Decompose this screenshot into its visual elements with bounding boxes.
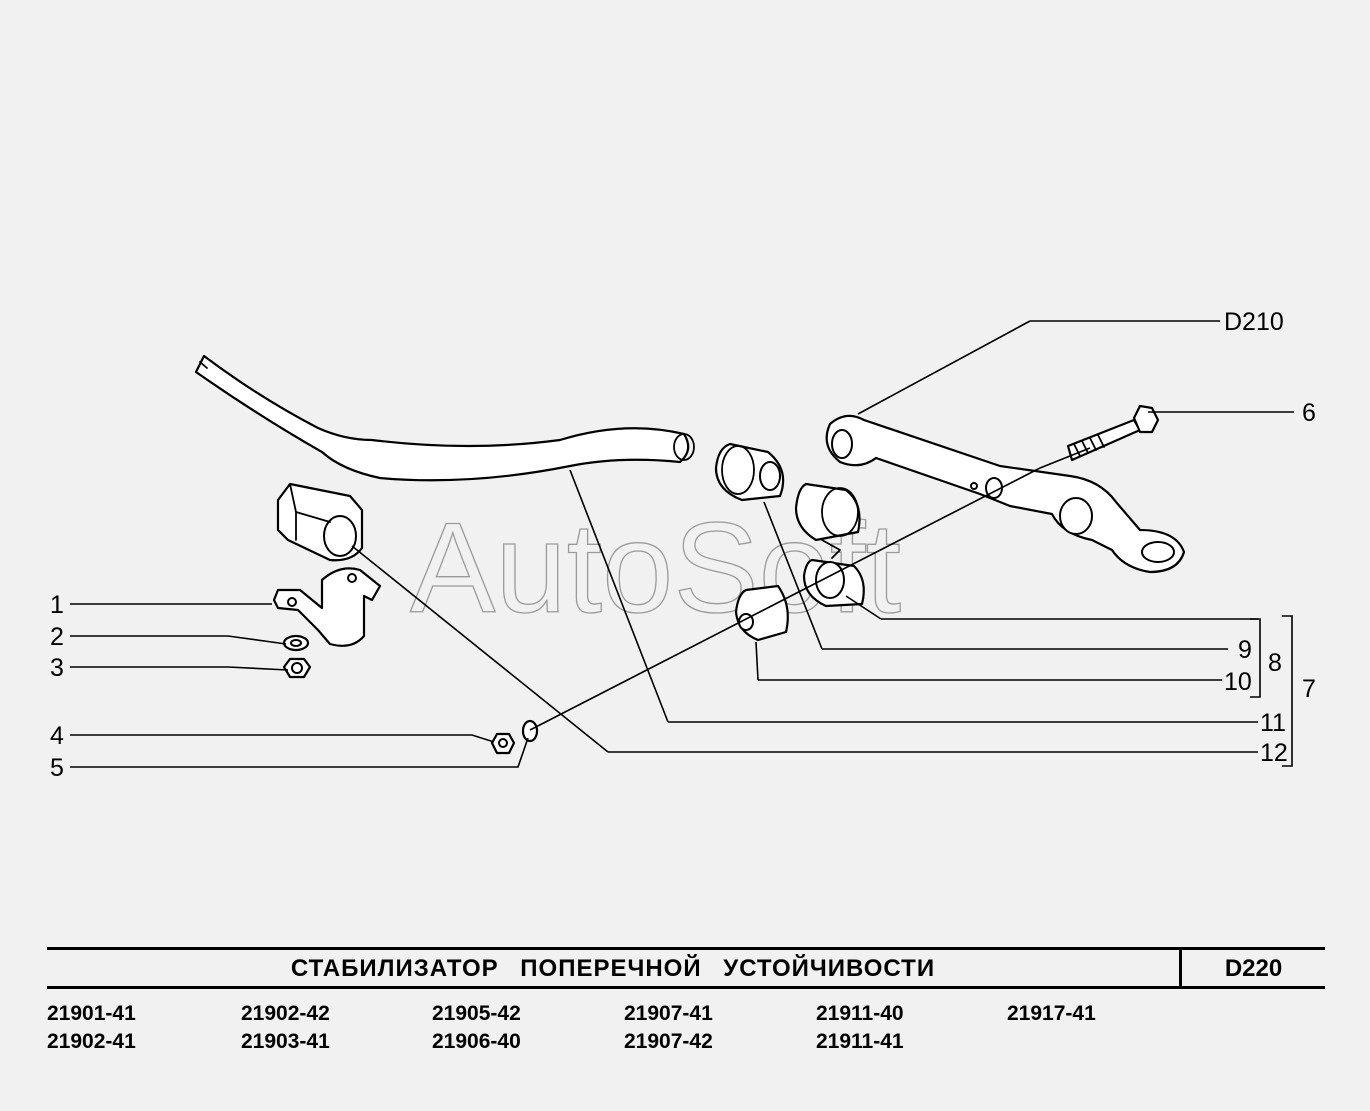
washer-5 xyxy=(521,719,539,743)
bushing-10 xyxy=(802,539,865,608)
callout-3: 3 xyxy=(50,654,64,682)
model-code: 21905-42 xyxy=(432,1002,521,1025)
nut-3 xyxy=(282,657,312,679)
page-title: СТАБИЛИЗАТОР ПОПЕРЕЧНОЙ УСТОЙЧИВОСТИ xyxy=(290,955,936,982)
model-column: 21905-42 21906-40 xyxy=(432,1000,521,1056)
callout-12: 12 xyxy=(1260,739,1288,767)
callout-4: 4 xyxy=(50,722,64,750)
model-column: 21907-41 21907-42 xyxy=(624,1000,713,1056)
model-code: 21902-42 xyxy=(241,1002,330,1025)
model-code: 21906-40 xyxy=(432,1030,521,1053)
bushing-lower xyxy=(734,584,789,642)
callout-ref: D210 xyxy=(1224,308,1284,336)
callout-6: 6 xyxy=(1302,399,1316,427)
model-code: 21902-41 xyxy=(47,1030,136,1053)
stabilizer-bar xyxy=(194,354,695,482)
callout-10: 10 xyxy=(1224,668,1252,696)
model-code: 21901-41 xyxy=(47,1002,136,1025)
model-code: 21907-41 xyxy=(624,1002,713,1025)
callout-5: 5 xyxy=(50,754,64,782)
title-bar: СТАБИЛИЗАТОР ПОПЕРЕЧНОЙ УСТОЙЧИВОСТИ D22… xyxy=(47,947,1325,989)
page-code: D220 xyxy=(1224,955,1283,982)
callout-2: 2 xyxy=(50,623,64,651)
callout-leaders xyxy=(70,320,1294,768)
model-column: 21901-41 21902-41 xyxy=(47,1000,136,1056)
model-code: 21911-40 xyxy=(816,1002,904,1025)
spacer-sleeve xyxy=(794,482,861,542)
cushion-bracket xyxy=(272,567,382,647)
model-code: 21903-41 xyxy=(241,1030,330,1053)
model-column: 21917-41 xyxy=(1007,1000,1096,1028)
model-code: 21907-42 xyxy=(624,1030,713,1053)
callout-11: 11 xyxy=(1260,709,1286,737)
callout-9: 9 xyxy=(1238,636,1252,664)
stabilizer-cushion xyxy=(276,482,364,562)
callout-8: 8 xyxy=(1268,649,1282,677)
title-divider xyxy=(1179,947,1182,989)
model-code: 21917-41 xyxy=(1007,1002,1096,1025)
nut-4 xyxy=(490,732,516,755)
model-column: 21902-42 21903-41 xyxy=(241,1000,330,1056)
bushing-9 xyxy=(714,442,785,502)
model-code: 21911-41 xyxy=(816,1030,904,1053)
callout-labels: D210 6 1 2 3 4 5 9 10 11 12 8 7 xyxy=(50,308,1316,782)
callout-7: 7 xyxy=(1302,675,1316,703)
lower-control-arm xyxy=(825,414,1186,574)
callout-1: 1 xyxy=(50,591,64,619)
model-column: 21911-40 21911-41 xyxy=(816,1000,904,1056)
